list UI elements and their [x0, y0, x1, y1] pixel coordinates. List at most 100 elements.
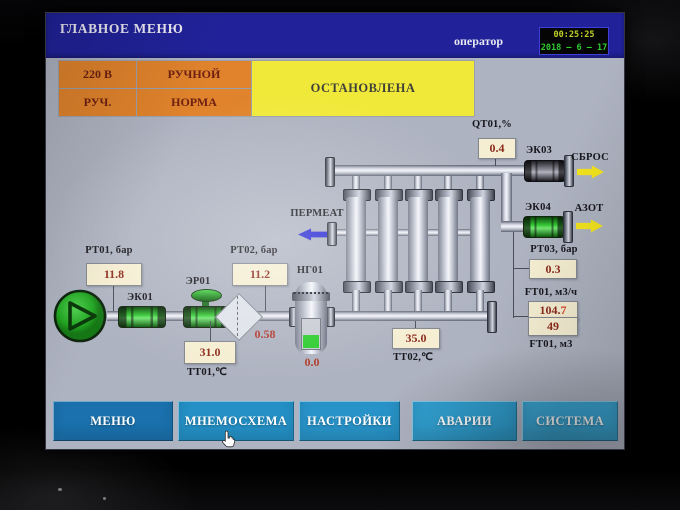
ng01-level-value: 0.0 [304, 355, 320, 369]
valve-er01-stem [202, 299, 209, 308]
hand-cursor-icon [221, 430, 236, 449]
membrane-module [438, 197, 458, 283]
dust-speck [103, 497, 106, 500]
membrane-neck-bottom [444, 290, 452, 311]
dust-speck [58, 488, 62, 491]
er01-label: ЭР01 [185, 276, 211, 287]
pt02-value-text: 11.2 [249, 267, 271, 281]
membrane-module [378, 197, 398, 283]
ft01-total-text: 49 [547, 319, 559, 333]
mnemoscheme-button[interactable]: МНЕМОСХЕМА [178, 401, 294, 441]
ft01-flow-frac: 7 [560, 303, 567, 317]
top-manifold-end-flange [325, 157, 335, 187]
nitrogen-label: АЗОТ [574, 203, 604, 214]
pt03-value-text: 0.3 [545, 261, 561, 276]
status-health: НОРМА [136, 88, 252, 117]
filter-divider [237, 296, 238, 336]
pt03-stub [513, 268, 529, 269]
membrane-neck-top [352, 176, 360, 190]
qt01-connector [495, 156, 496, 166]
system-button-label: СИСТЕМА [535, 413, 605, 428]
compressor-icon[interactable] [53, 289, 107, 343]
system-button[interactable]: СИСТЕМА [522, 401, 618, 441]
membrane-neck-bottom [352, 290, 360, 311]
status-state: ОСТАНОВЛЕНА [251, 60, 475, 117]
status-power-label: 220 В [82, 67, 112, 81]
vent-label: СБРОС [571, 152, 609, 163]
tt02-label: ТТ02,℃ [392, 352, 434, 363]
membrane-module [346, 197, 366, 283]
vessel-level-fill [303, 335, 319, 348]
nitrogen-drop-pipe [501, 173, 512, 232]
tt02-connector [415, 321, 416, 328]
bottom-manifold-pipe [323, 311, 489, 321]
vent-arrow-icon [577, 165, 604, 179]
ek04-label: ЭК04 [524, 202, 552, 213]
pt03-label: РТ03, бар [530, 244, 578, 255]
pt01-label: РТ01, бар [85, 245, 133, 256]
nitrogen-outlet-flange [563, 211, 573, 243]
tt01-label: ТТ01,℃ [186, 367, 228, 378]
status-mode-label: РУЧНОЙ [167, 67, 221, 81]
valve-ek03[interactable] [524, 160, 566, 182]
vent-outlet-flange [564, 155, 574, 187]
valve-er01-actuator [191, 289, 222, 302]
status-control-label: РУЧ. [83, 95, 112, 109]
ek01-label: ЭК01 [126, 292, 154, 303]
nitrogen-arrow-icon [576, 219, 603, 233]
membrane-neck-bottom [476, 290, 484, 311]
valve-ek01[interactable] [118, 306, 166, 328]
pt02-connector [265, 284, 266, 311]
clock-time: 00:25:25 [553, 30, 595, 40]
ft01-stub [513, 316, 528, 317]
tt02-value: 35.0 [392, 328, 440, 349]
status-mode: РУЧНОЙ [136, 60, 252, 89]
membrane-neck-bottom [414, 290, 422, 311]
membrane-neck-top [414, 176, 422, 190]
header-bar: ГЛАВНОЕ МЕНЮ оператор 00:25:25 2018 – 6 … [46, 13, 624, 58]
ng01-label: НГ01 [296, 265, 324, 276]
settings-button[interactable]: НАСТРОЙКИ [299, 401, 400, 441]
membrane-module [408, 197, 428, 283]
membrane-neck-top [444, 176, 452, 190]
pt01-connector [113, 284, 114, 311]
ft01-total-label: FT01, м3 [529, 339, 573, 350]
pt01-value-text: 11.8 [103, 267, 125, 281]
mnemoscheme-button-label: МНЕМОСХЕМА [184, 413, 288, 428]
valve-ek04[interactable] [523, 216, 565, 238]
pt03-value: 0.3 [529, 259, 577, 279]
qt01-value-text: 0.4 [489, 141, 505, 155]
permeate-flange [327, 222, 337, 246]
membrane-neck-bottom [384, 290, 392, 311]
instrument-bracket-line [513, 232, 514, 318]
settings-button-label: НАСТРОЙКИ [307, 413, 392, 428]
ft01-flow-label: FT01, м3/ч [524, 287, 578, 298]
tt01-value: 31.0 [184, 341, 236, 364]
page-title: ГЛАВНОЕ МЕНЮ [60, 21, 184, 36]
top-manifold-pipe [329, 165, 565, 176]
vessel-flange-band [292, 292, 330, 301]
alarms-button[interactable]: АВАРИИ [412, 401, 517, 441]
membrane-neck-top [384, 176, 392, 190]
tt01-value-text: 31.0 [199, 345, 221, 359]
ft01-flow-int: 104. [539, 303, 561, 317]
permeate-pipe [331, 229, 481, 236]
qt01-value: 0.4 [478, 138, 516, 159]
menu-button[interactable]: МЕНЮ [53, 401, 173, 441]
ft01-total-value: 49 [528, 317, 578, 336]
status-health-label: НОРМА [171, 95, 217, 109]
tt01-connector [210, 321, 211, 341]
filter-dp-value: 0.58 [254, 327, 276, 341]
menu-button-label: МЕНЮ [90, 413, 136, 428]
clock-display[interactable]: 00:25:25 2018 – 6 – 17 [539, 27, 609, 55]
pt01-value: 11.8 [86, 263, 142, 286]
qt01-label: QT01,% [472, 119, 512, 130]
vessel-level-gauge [301, 318, 321, 350]
ft01-flow-value: 104.7 [528, 301, 578, 320]
bottom-manifold-end-flange [487, 301, 497, 333]
membrane-neck-top [476, 176, 484, 190]
permeate-arrow-icon [298, 228, 327, 241]
permeate-label: ПЕРМЕАТ [290, 208, 344, 219]
pt02-label: РТ02, бар [230, 245, 278, 256]
clock-date: 2018 – 6 – 17 [540, 43, 608, 53]
